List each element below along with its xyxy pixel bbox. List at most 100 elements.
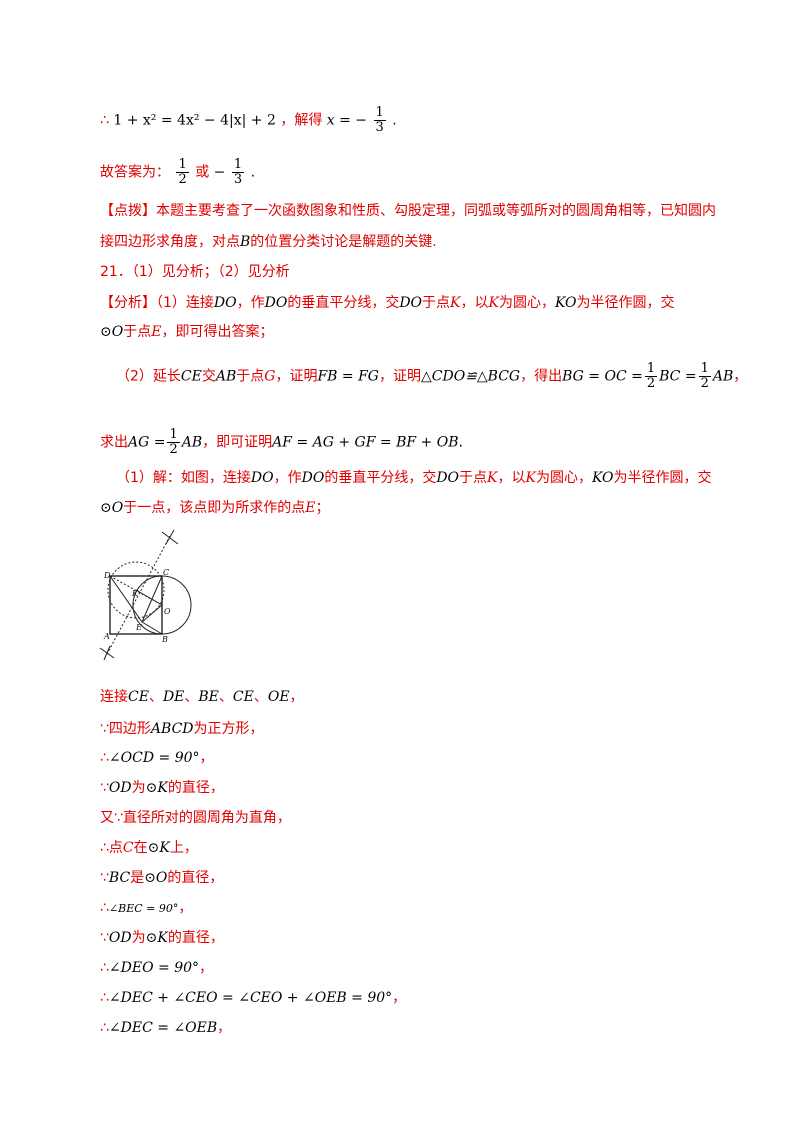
text: ， [217,1020,232,1036]
math: AB [181,434,203,451]
math: ⊙K [147,840,170,856]
label-b: B [161,635,168,644]
math: ∠DEC + ∠CEO = ∠CEO + ∠OEB = 90° [108,990,393,1006]
math: KO [554,295,577,311]
math: DO [399,295,423,311]
equation: x = − [326,112,368,129]
math: CE [180,368,202,385]
line-23: ∴∠DEC = ∠OEB， [100,1018,231,1038]
math: AB [215,368,237,385]
text: ∴ [100,750,109,766]
text: （2）延长 [116,368,181,385]
math: ⊙K [145,780,168,796]
text: ∴ [100,1020,109,1036]
text: 接四边形求角度，对点 [100,234,240,250]
segment-de [109,575,143,623]
text: ，以 [497,470,526,486]
text: ，作 [273,470,302,486]
math: ∠BEC = 90° [108,902,179,915]
label-d: D [103,571,111,580]
math: OE [267,689,290,705]
line-8: （2）延长CE交AB于点G，证明FB = FG，证明△CDO≌△BCG，得出BG… [116,362,747,391]
math: K [488,295,499,311]
text: ， [199,750,214,766]
math: K [450,295,461,311]
text: 的直径， [167,930,224,946]
line-12: 连接CE、DE、BE、CE、OE， [100,687,304,707]
line-5: 21．（1）见分析；（2）见分析 [100,262,290,282]
text: ， [199,960,214,976]
text: 【分析】（1）连接 [100,295,214,311]
note-text: 【点拨】本题主要考查了一次函数图象和性质、勾股定理，同弧或等弧所对的圆周角相等，… [100,203,716,219]
line-11: ⊙O于一点，该点即为所求作的点E； [100,498,329,518]
punct: . [458,434,463,451]
math: DO [301,470,325,486]
punct: . [250,164,256,181]
math: CE [232,689,254,705]
label-c: C [163,568,169,577]
text: ∴ [100,960,109,976]
math: B [240,234,251,250]
text: 交 [201,368,216,385]
minus: − [213,164,226,181]
line-19: ∴∠BEC = 90°， [100,898,192,919]
text: ， [289,689,304,705]
text: ，证明 [275,368,318,385]
math: E [305,500,316,516]
math: DO [250,470,274,486]
line-21: ∴∠DEO = 90°， [100,958,213,978]
punct: . [392,112,397,129]
text: ∵ [100,870,109,886]
text: 的垂直平分线，交 [287,295,400,311]
text: 或 [195,164,210,181]
text: 、 [184,689,199,705]
text: 为半径作圆，交 [576,295,675,311]
line-14: ∴∠OCD = 90°， [100,748,214,768]
math: DO [264,295,288,311]
text: ∴点 [100,840,123,856]
math: ∠DEC = ∠OEB [108,1020,218,1036]
line-6: 【分析】（1）连接DO，作DO的垂直平分线，交DO于点K，以K为圆心，KO为半径… [100,293,675,313]
circle-k [107,561,165,619]
math: BC [108,870,131,886]
line-16: 又∵直径所对的圆周角为直角， [100,808,291,828]
text: ，以 [460,295,489,311]
line-4: 接四边形求角度，对点B的位置分类讨论是解题的关键. [100,232,437,252]
label-k: K [131,589,139,598]
text: ，证明 [378,368,421,385]
perpendicular-bisector [105,535,171,657]
text: 、 [253,689,268,705]
line-7: ⊙O于点E，即可得出答案； [100,322,273,342]
math: AF = AG + GF = BF + OB [272,434,459,451]
line-15: ∵OD为⊙K的直径， [100,778,224,798]
math: BE [198,689,219,705]
text: ， [392,990,407,1006]
text: ，解得 [280,112,323,129]
arc-mark [103,645,111,661]
text: ∵ [100,930,109,946]
math: ⊙O [100,324,124,340]
math: KO [591,470,614,486]
line-20: ∵OD为⊙K的直径， [100,928,224,948]
math: G [264,368,276,385]
segment-oe [141,604,163,623]
math: BC = [659,368,697,385]
text: 又∵直径所对的圆周角为直角， [100,810,291,826]
text: 为 [131,930,146,946]
math: FB = FG [317,368,379,385]
math: E [151,324,162,340]
text: ， [178,900,193,916]
therefore-symbol: ∴ [100,112,109,129]
text: 的垂直平分线，交 [324,470,437,486]
text: 为半径作圆，交 [613,470,712,486]
math: ⊙K [145,930,168,946]
text: 于一点，该点即为所求作的点 [123,500,306,516]
text: ∵四边形 [100,721,151,737]
